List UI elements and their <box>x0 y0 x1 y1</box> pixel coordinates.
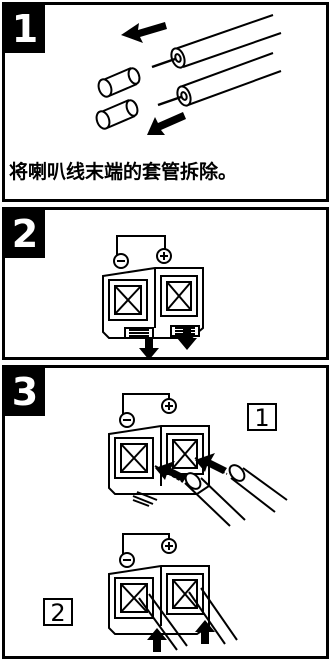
step-1-panel: 1 <box>2 2 329 202</box>
step-number-badge: 1 <box>5 5 45 53</box>
sub-step-label-2: 2 <box>43 598 73 626</box>
step-number-badge: 2 <box>5 210 45 258</box>
step-number-badge: 3 <box>5 368 45 416</box>
up-arrow-icon <box>147 620 215 652</box>
arrow-icon <box>155 453 227 482</box>
sub-step-label-1: 1 <box>247 403 277 431</box>
insert-and-lock-illustration <box>108 393 288 652</box>
step-3-panel: 3 <box>2 365 329 659</box>
remove-sleeve-illustration <box>95 14 282 135</box>
step-2-panel: 2 <box>2 207 329 360</box>
arrow-icon <box>121 22 186 135</box>
terminal-release-illustration <box>102 235 204 357</box>
step-1-caption: 将喇叭线末端的套管拆除。 <box>9 161 238 183</box>
down-arrow-icon <box>139 326 197 357</box>
